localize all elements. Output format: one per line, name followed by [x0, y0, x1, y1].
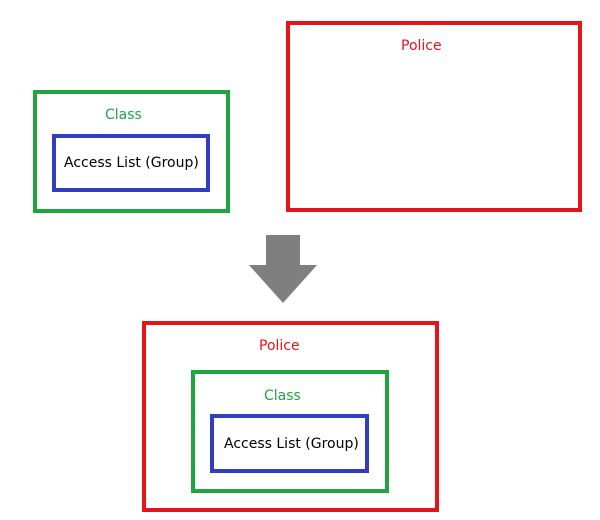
- acl-label-top: Access List (Group): [64, 155, 199, 171]
- class-box-bottom: [191, 370, 389, 493]
- down-arrow-icon: [249, 235, 317, 303]
- class-label-top: Class: [105, 107, 142, 123]
- class-box-top: [33, 90, 230, 213]
- police-label-top: Police: [401, 38, 442, 54]
- acl-box-bottom: [210, 414, 369, 473]
- acl-label-bottom: Access List (Group): [224, 436, 359, 452]
- police-label-bottom: Police: [259, 338, 300, 354]
- police-box-bottom: [142, 321, 439, 512]
- acl-box-top: [52, 134, 210, 192]
- police-box-top: [286, 21, 582, 212]
- class-label-bottom: Class: [264, 388, 301, 404]
